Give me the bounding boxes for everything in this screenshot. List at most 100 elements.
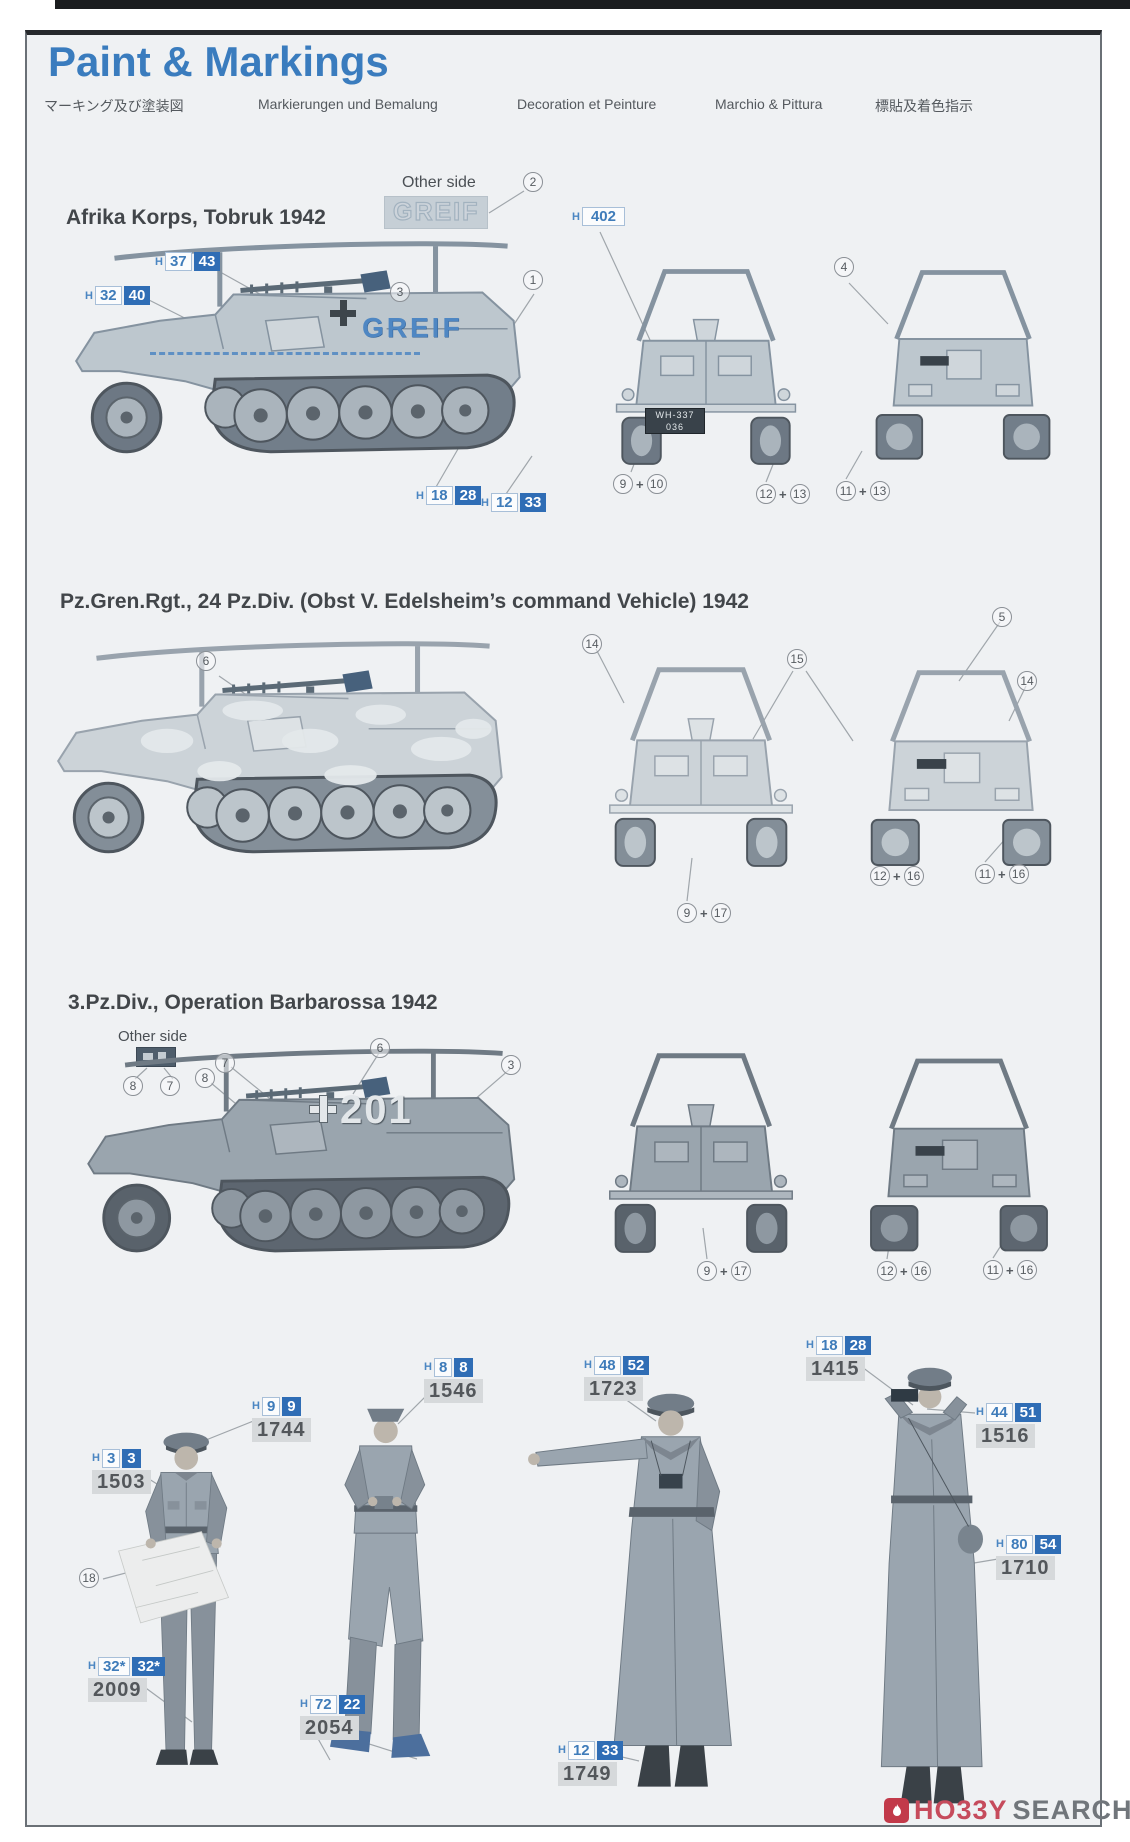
callout-3: 3	[501, 1055, 521, 1075]
callout-12: 12	[877, 1261, 897, 1281]
figure-label-h8-1546: H 8 8 1546	[424, 1357, 483, 1403]
plus-sign: +	[1006, 1262, 1014, 1278]
paint-h: H	[300, 1698, 308, 1710]
callout-2: 2	[523, 172, 543, 192]
callout-pair-9-10: 9 + 10	[613, 474, 667, 494]
paint-a: 402	[581, 207, 625, 226]
paint-a: 12	[567, 1740, 595, 1760]
paint-label: H 32* 32*	[88, 1656, 166, 1676]
hobby-search-logo: HO33Y SEARCH	[884, 1795, 1130, 1826]
balkenkreuz-marking	[330, 300, 356, 326]
paint-h: H	[558, 1744, 566, 1756]
paint-a: 44	[985, 1402, 1013, 1422]
callout-pair-12-16: 12 + 16	[870, 866, 924, 886]
callout-15: 15	[787, 649, 807, 669]
paint-h: H	[252, 1400, 260, 1412]
mini-marking	[158, 1052, 166, 1061]
paint-number: 2054	[300, 1715, 359, 1740]
callout-16: 16	[903, 866, 924, 886]
paint-number: 1723	[584, 1376, 643, 1401]
flame-icon	[884, 1798, 909, 1823]
callout-16: 16	[1016, 1260, 1037, 1280]
paint-number: 1749	[558, 1761, 617, 1786]
subtitle-french: Decoration et Peinture	[517, 96, 657, 112]
paint-number: 1744	[252, 1417, 311, 1442]
paint-number: 1710	[996, 1555, 1055, 1580]
section-heading-afrika-korps: Afrika Korps, Tobruk 1942	[66, 206, 326, 229]
vehicle-side-view-24pz	[32, 628, 544, 880]
callout-13: 13	[869, 481, 890, 501]
paint-b: 43	[193, 252, 221, 271]
callout-16: 16	[910, 1261, 931, 1281]
paint-number: 2009	[88, 1677, 147, 1702]
paint-a: 72	[309, 1694, 337, 1714]
callout-17: 17	[710, 903, 731, 923]
callout-10: 10	[646, 474, 667, 494]
vehicle-side-view-barbarossa	[55, 1036, 563, 1278]
paint-a: 3	[101, 1448, 121, 1468]
paint-a: 18	[815, 1335, 843, 1355]
callout-8: 8	[123, 1076, 143, 1096]
callout-7: 7	[215, 1053, 235, 1073]
plus-sign: +	[893, 868, 901, 884]
other-side-marking-box: GREIF	[384, 196, 489, 229]
subtitle-chinese: 標貼及着色指示	[875, 98, 973, 114]
subtitle-italian: Marchio & Pittura	[715, 96, 823, 112]
paint-a: 32*	[97, 1656, 131, 1676]
figure-label-h44-1516: H 44 51 1516	[976, 1402, 1042, 1448]
paint-h: H	[92, 1452, 100, 1464]
callout-16: 16	[1008, 864, 1029, 884]
figure-label-h80-1710: H 80 54 1710	[996, 1534, 1062, 1580]
figure-label-h48-1723: H 48 52 1723	[584, 1355, 650, 1401]
callout-1: 1	[523, 270, 543, 290]
license-plate: WH-337 036	[645, 408, 705, 434]
paint-label: H 12 33	[558, 1740, 624, 1760]
plus-sign: +	[900, 1263, 908, 1279]
other-side-note: Other side	[402, 174, 476, 191]
vehicle-front-view-barbarossa	[598, 1028, 804, 1264]
callout-13: 13	[789, 484, 810, 504]
paint-b: 9	[282, 1396, 301, 1416]
blue-stripe-marking	[150, 352, 420, 355]
callout-14: 14	[582, 634, 602, 654]
callout-pair-9-17: 9 + 17	[697, 1261, 751, 1281]
paint-h: H	[424, 1361, 432, 1373]
other-side-note-barbarossa: Other side	[118, 1028, 188, 1045]
section-heading-24-pz-div: Pz.Gren.Rgt., 24 Pz.Div. (Obst V. Edelsh…	[60, 590, 749, 613]
figure-label-h12-1749: H 12 33 1749	[558, 1740, 624, 1786]
paint-a: 9	[261, 1396, 281, 1416]
paint-b: 52	[622, 1355, 650, 1375]
callout-11: 11	[975, 864, 995, 884]
section-heading-barbarossa: 3.Pz.Div., Operation Barbarossa 1942	[68, 991, 438, 1014]
paint-b: 40	[123, 286, 151, 305]
callout-8: 8	[195, 1068, 215, 1088]
paint-number: 1503	[92, 1469, 151, 1494]
greif-ghost-text: GREIF	[392, 197, 480, 226]
paint-a: 32	[94, 286, 122, 305]
paint-a: 12	[490, 493, 518, 512]
logo-word-search: SEARCH	[1012, 1795, 1130, 1825]
paint-label: H 3 3	[92, 1448, 141, 1468]
callout-5: 5	[992, 607, 1012, 627]
paint-label-h37-43: H 37 43	[155, 252, 221, 271]
callout-4: 4	[834, 257, 854, 277]
subtitle-german: Markierungen und Bemalung	[258, 96, 438, 112]
paint-b: 33	[519, 493, 547, 512]
vehicle-front-view-24pz	[598, 636, 804, 884]
figure-label-h9-1744: H 9 9 1744	[252, 1396, 311, 1442]
subtitle-japanese: マーキング及び塗装図	[44, 98, 184, 114]
figure-label-h3-1503: H 3 3 1503	[92, 1448, 151, 1494]
logo-word-hobby: HO33Y	[914, 1795, 1008, 1825]
paint-a: 37	[164, 252, 192, 271]
callout-6: 6	[196, 651, 216, 671]
callout-3: 3	[390, 282, 410, 302]
scan-top-strip	[55, 0, 1130, 9]
callout-9: 9	[613, 474, 633, 494]
callout-pair-9-17: 9 + 17	[677, 903, 731, 923]
paint-label: H 18 28	[806, 1335, 872, 1355]
paint-b: 51	[1014, 1402, 1042, 1422]
paint-h: H	[996, 1538, 1004, 1550]
callout-pair-12-16: 12 + 16	[877, 1261, 931, 1281]
figure-label-h18-1415: H 18 28 1415	[806, 1335, 872, 1381]
